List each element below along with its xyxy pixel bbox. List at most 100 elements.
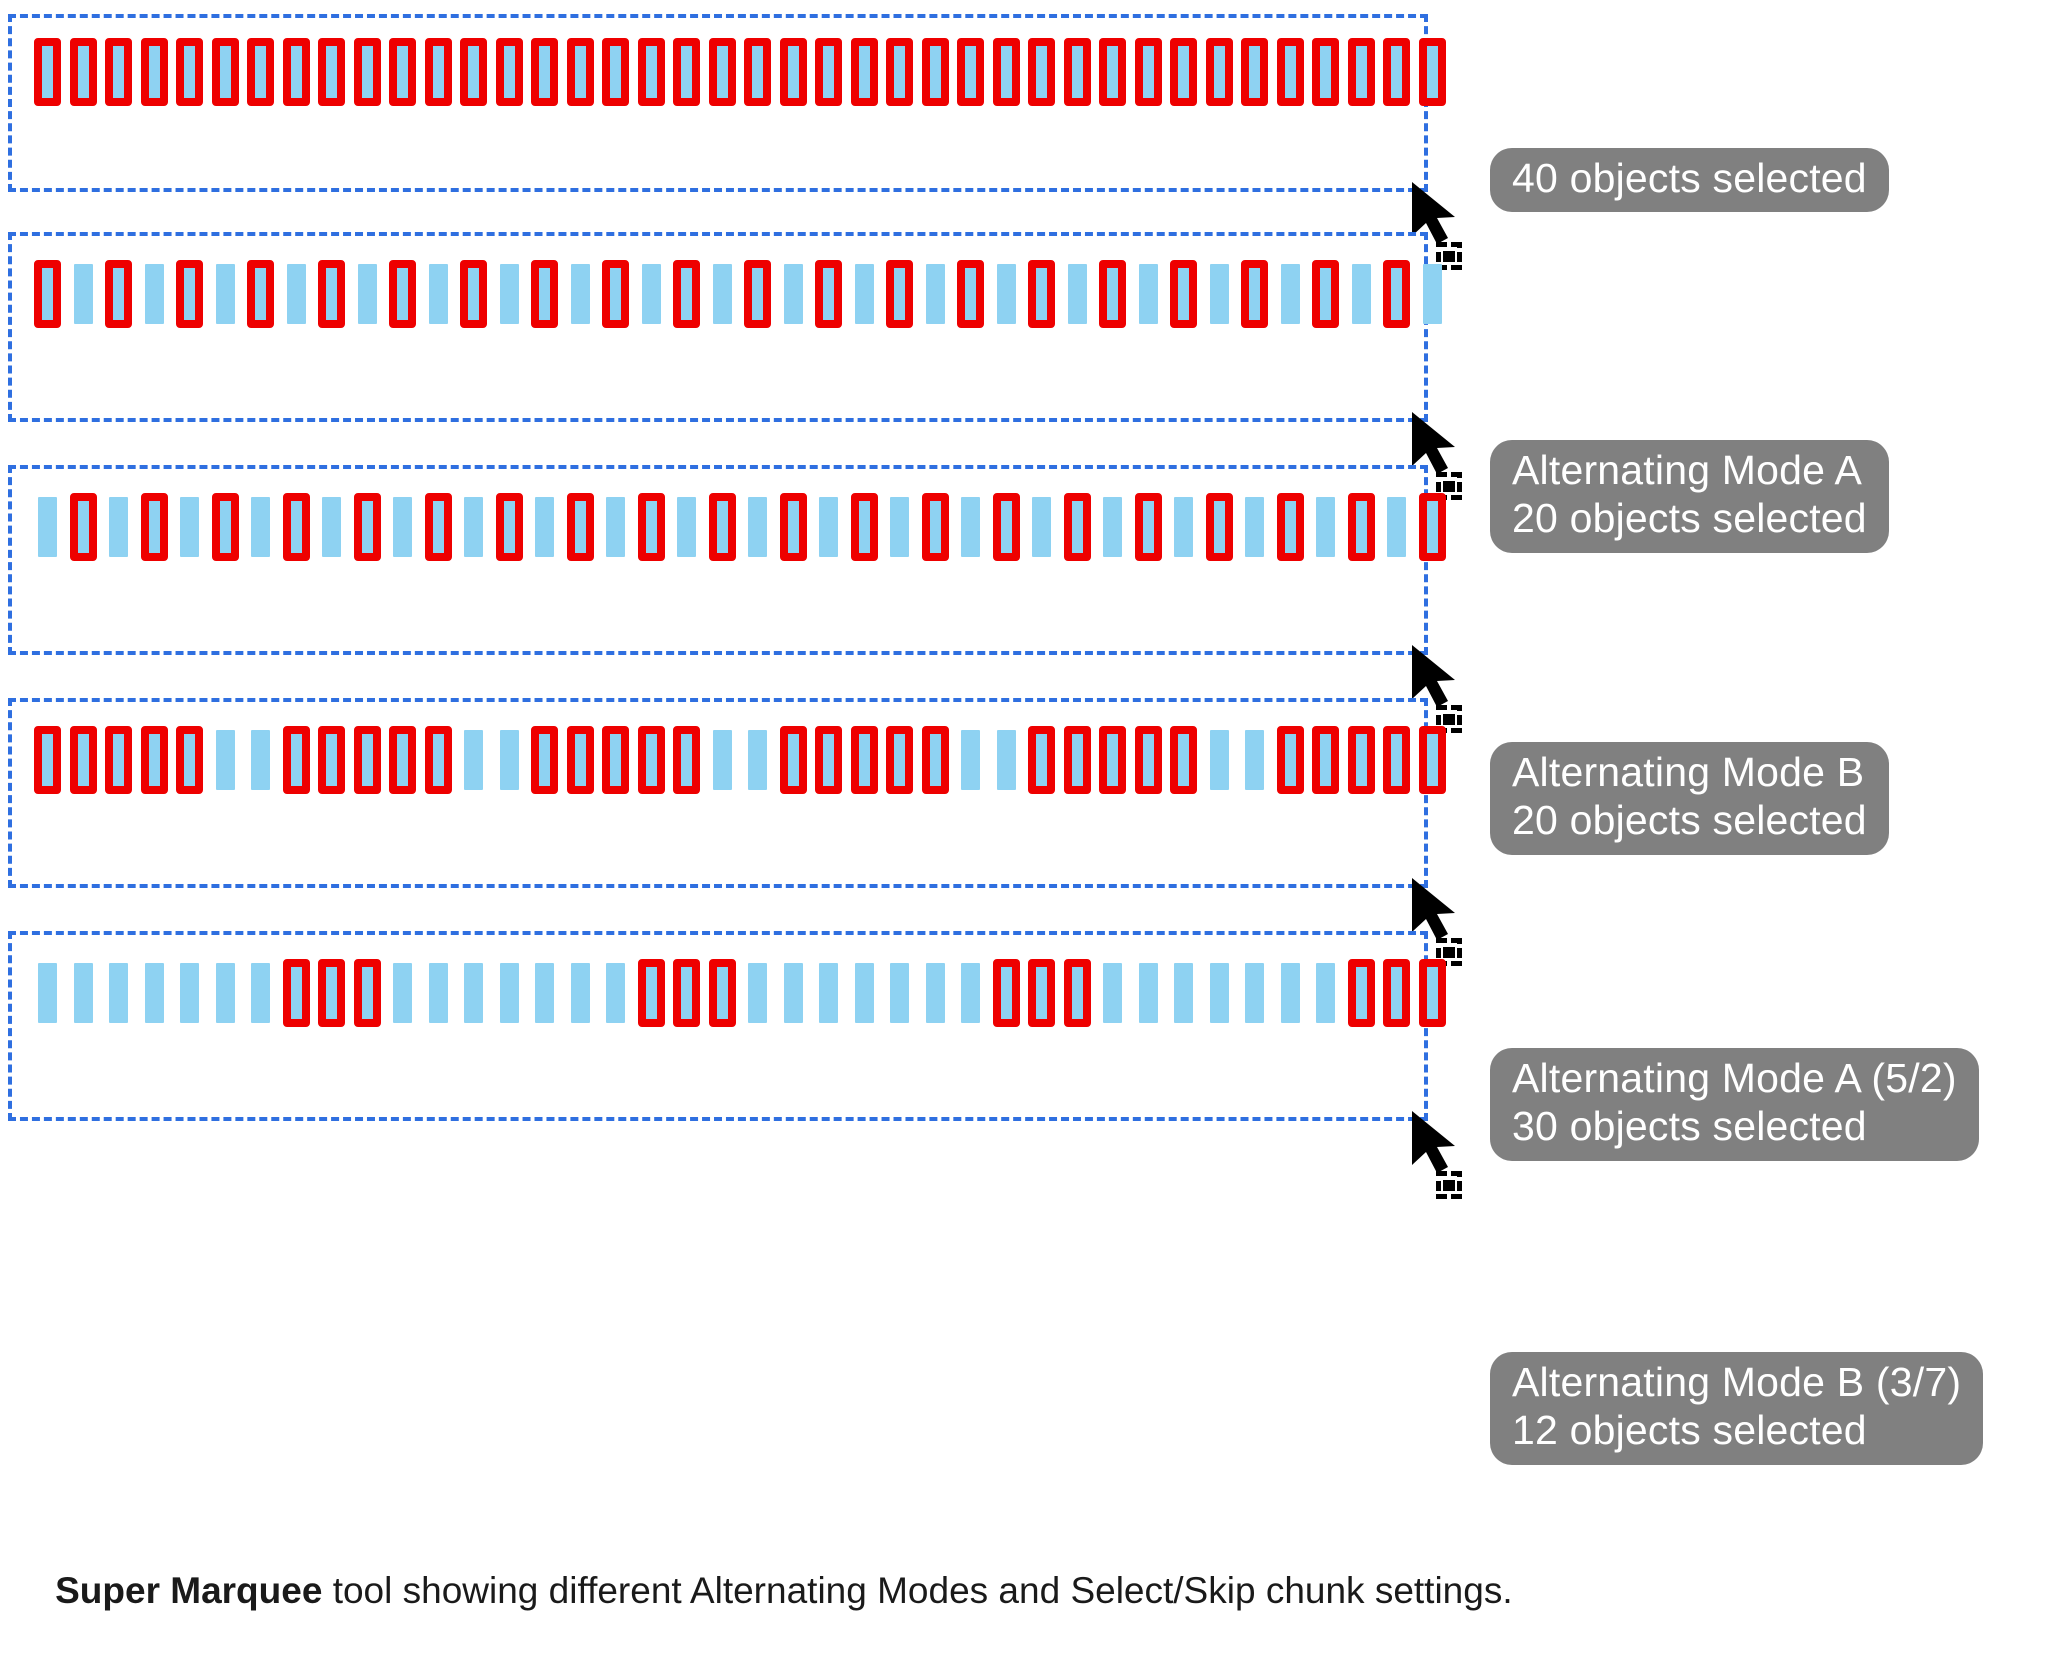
object-unselected[interactable] bbox=[1237, 495, 1273, 559]
object-selected[interactable] bbox=[350, 38, 386, 106]
object-unselected[interactable] bbox=[1202, 728, 1238, 792]
object-selected[interactable] bbox=[634, 38, 670, 106]
object-selected[interactable] bbox=[30, 726, 66, 794]
object-unselected[interactable] bbox=[989, 262, 1025, 326]
object-selected[interactable] bbox=[1166, 38, 1202, 106]
object-selected[interactable] bbox=[314, 726, 350, 794]
object-unselected[interactable] bbox=[740, 961, 776, 1025]
object-unselected[interactable] bbox=[1024, 495, 1060, 559]
object-selected[interactable] bbox=[137, 493, 173, 561]
object-selected[interactable] bbox=[1415, 726, 1451, 794]
object-unselected[interactable] bbox=[705, 262, 741, 326]
object-selected[interactable] bbox=[1344, 959, 1380, 1027]
object-selected[interactable] bbox=[1060, 959, 1096, 1027]
object-unselected[interactable] bbox=[811, 495, 847, 559]
object-unselected[interactable] bbox=[1237, 728, 1273, 792]
object-selected[interactable] bbox=[1060, 38, 1096, 106]
object-selected[interactable] bbox=[1202, 493, 1238, 561]
object-selected[interactable] bbox=[1308, 726, 1344, 794]
object-selected[interactable] bbox=[350, 493, 386, 561]
object-selected[interactable] bbox=[279, 38, 315, 106]
object-selected[interactable] bbox=[1344, 726, 1380, 794]
object-selected[interactable] bbox=[527, 726, 563, 794]
object-unselected[interactable] bbox=[279, 262, 315, 326]
object-selected[interactable] bbox=[598, 260, 634, 328]
object-selected[interactable] bbox=[1095, 38, 1131, 106]
object-selected[interactable] bbox=[385, 726, 421, 794]
object-unselected[interactable] bbox=[492, 262, 528, 326]
object-selected[interactable] bbox=[1131, 493, 1167, 561]
object-selected[interactable] bbox=[1131, 726, 1167, 794]
object-unselected[interactable] bbox=[1166, 961, 1202, 1025]
object-selected[interactable] bbox=[1131, 38, 1167, 106]
object-unselected[interactable] bbox=[882, 495, 918, 559]
object-unselected[interactable] bbox=[421, 262, 457, 326]
object-selected[interactable] bbox=[314, 959, 350, 1027]
marquee-selection-rect[interactable] bbox=[8, 698, 1428, 888]
object-selected[interactable] bbox=[527, 260, 563, 328]
object-selected[interactable] bbox=[882, 726, 918, 794]
object-selected[interactable] bbox=[989, 38, 1025, 106]
object-unselected[interactable] bbox=[847, 262, 883, 326]
object-unselected[interactable] bbox=[172, 961, 208, 1025]
object-unselected[interactable] bbox=[989, 728, 1025, 792]
object-selected[interactable] bbox=[669, 726, 705, 794]
object-unselected[interactable] bbox=[563, 961, 599, 1025]
object-selected[interactable] bbox=[953, 38, 989, 106]
object-selected[interactable] bbox=[492, 493, 528, 561]
object-selected[interactable] bbox=[279, 493, 315, 561]
object-selected[interactable] bbox=[918, 493, 954, 561]
object-selected[interactable] bbox=[1344, 38, 1380, 106]
object-unselected[interactable] bbox=[740, 728, 776, 792]
object-unselected[interactable] bbox=[421, 961, 457, 1025]
object-unselected[interactable] bbox=[456, 961, 492, 1025]
object-unselected[interactable] bbox=[1166, 495, 1202, 559]
object-selected[interactable] bbox=[563, 726, 599, 794]
object-selected[interactable] bbox=[492, 38, 528, 106]
object-selected[interactable] bbox=[456, 38, 492, 106]
object-selected[interactable] bbox=[66, 726, 102, 794]
object-unselected[interactable] bbox=[1237, 961, 1273, 1025]
object-selected[interactable] bbox=[740, 38, 776, 106]
object-unselected[interactable] bbox=[1273, 961, 1309, 1025]
object-selected[interactable] bbox=[1415, 959, 1451, 1027]
object-selected[interactable] bbox=[243, 260, 279, 328]
object-selected[interactable] bbox=[1308, 38, 1344, 106]
object-selected[interactable] bbox=[705, 493, 741, 561]
object-unselected[interactable] bbox=[243, 728, 279, 792]
object-unselected[interactable] bbox=[492, 961, 528, 1025]
object-unselected[interactable] bbox=[101, 495, 137, 559]
object-unselected[interactable] bbox=[137, 262, 173, 326]
object-selected[interactable] bbox=[1415, 493, 1451, 561]
object-selected[interactable] bbox=[279, 726, 315, 794]
object-selected[interactable] bbox=[847, 726, 883, 794]
object-selected[interactable] bbox=[1095, 726, 1131, 794]
object-unselected[interactable] bbox=[1131, 262, 1167, 326]
object-unselected[interactable] bbox=[350, 262, 386, 326]
object-selected[interactable] bbox=[1060, 493, 1096, 561]
object-selected[interactable] bbox=[776, 726, 812, 794]
object-selected[interactable] bbox=[1379, 38, 1415, 106]
object-selected[interactable] bbox=[350, 959, 386, 1027]
object-unselected[interactable] bbox=[776, 961, 812, 1025]
object-selected[interactable] bbox=[776, 493, 812, 561]
object-selected[interactable] bbox=[811, 260, 847, 328]
object-unselected[interactable] bbox=[598, 495, 634, 559]
object-unselected[interactable] bbox=[918, 961, 954, 1025]
object-selected[interactable] bbox=[1379, 959, 1415, 1027]
object-selected[interactable] bbox=[1237, 260, 1273, 328]
object-selected[interactable] bbox=[740, 260, 776, 328]
object-unselected[interactable] bbox=[456, 728, 492, 792]
object-unselected[interactable] bbox=[385, 495, 421, 559]
object-unselected[interactable] bbox=[101, 961, 137, 1025]
object-unselected[interactable] bbox=[669, 495, 705, 559]
object-selected[interactable] bbox=[1379, 260, 1415, 328]
object-selected[interactable] bbox=[882, 260, 918, 328]
object-unselected[interactable] bbox=[1273, 262, 1309, 326]
object-unselected[interactable] bbox=[527, 495, 563, 559]
object-unselected[interactable] bbox=[243, 961, 279, 1025]
object-selected[interactable] bbox=[66, 493, 102, 561]
object-selected[interactable] bbox=[563, 493, 599, 561]
object-selected[interactable] bbox=[1024, 260, 1060, 328]
object-selected[interactable] bbox=[1344, 493, 1380, 561]
